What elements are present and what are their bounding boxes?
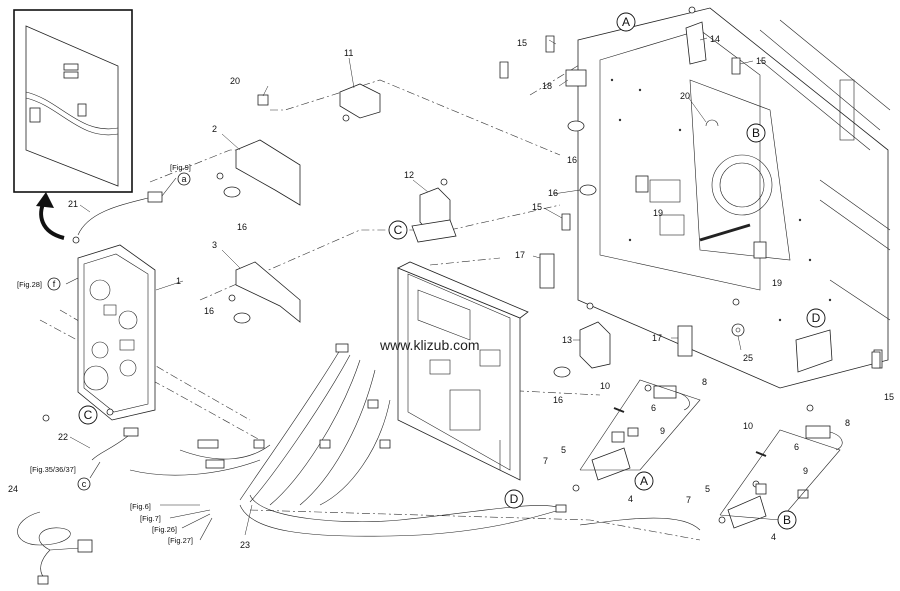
fig-ref-27: [Fig.27] [168, 536, 193, 545]
callout-f-small: f [53, 279, 56, 289]
main-frame [565, 7, 891, 389]
callout-a-small: a [181, 174, 186, 184]
callout-c-small: c [82, 479, 87, 489]
part-15d: 15 [884, 392, 894, 402]
part-18: 18 [542, 81, 552, 91]
part-7a: 7 [543, 456, 548, 466]
part-10a: 10 [600, 381, 610, 391]
part-3: 3 [212, 240, 217, 250]
brackets [42, 6, 881, 524]
part-4b: 4 [771, 532, 776, 542]
fig-ref-9: [Fig.9] [170, 163, 191, 172]
part-12: 12 [404, 170, 414, 180]
part-22: 22 [58, 432, 68, 442]
part-16e: 16 [553, 395, 563, 405]
part-21: 21 [68, 199, 78, 209]
callout-b-top: B [752, 126, 760, 140]
fig-ref-28: [Fig.28] [17, 280, 42, 289]
callout-b-low: B [783, 513, 791, 527]
part-16b: 16 [204, 306, 214, 316]
part-20a: 20 [230, 76, 240, 86]
part-8a: 8 [702, 377, 707, 387]
part-17b: 17 [652, 333, 662, 343]
part-11: 11 [344, 48, 353, 58]
part-7b: 7 [686, 495, 691, 505]
part-15a: 15 [517, 38, 527, 48]
part-6a: 6 [651, 403, 656, 413]
inset-detail [13, 9, 133, 193]
part-16a: 16 [237, 222, 247, 232]
wire-harnesses [17, 191, 701, 585]
part-14: 14 [710, 34, 720, 44]
part-5b: 5 [705, 484, 710, 494]
part-20b: 20 [680, 91, 690, 101]
callout-a-low: A [640, 474, 648, 488]
fig-ref-6: [Fig.6] [130, 502, 151, 511]
part-5a: 5 [561, 445, 566, 455]
part-24: 24 [8, 484, 18, 494]
part-17a: 17 [515, 250, 525, 260]
fig-ref-35: [Fig.35/36/37] [30, 465, 76, 474]
callout-d-mid: D [510, 492, 519, 506]
arrow-icon [36, 192, 54, 208]
part-15c: 15 [532, 202, 542, 212]
drive-unit [77, 244, 156, 421]
callout-d-right: D [812, 311, 821, 325]
part-15b: 15 [756, 56, 766, 66]
watermark: www.klizub.com [379, 337, 480, 353]
part-2: 2 [212, 124, 217, 134]
callout-c-mid: C [394, 223, 403, 237]
callout-a-top: A [622, 15, 630, 29]
part-4a: 4 [628, 494, 633, 504]
part-16d: 16 [548, 188, 558, 198]
part-19a: 19 [653, 208, 663, 218]
part-9b: 9 [803, 466, 808, 476]
fig-ref-26: [Fig.26] [152, 525, 177, 534]
leader-lines [69, 37, 754, 536]
callout-c-left: C [84, 408, 93, 422]
callout-circles [47, 12, 826, 530]
part-19b: 19 [772, 278, 782, 288]
part-13: 13 [562, 335, 572, 345]
control-board [397, 261, 529, 481]
part-25: 25 [743, 353, 753, 363]
sensor-assembly-a [579, 379, 701, 481]
part-16c: 16 [567, 155, 577, 165]
sensor-assembly-b [719, 425, 843, 529]
fig-ref-7: [Fig.7] [140, 514, 161, 523]
part-6b: 6 [794, 442, 799, 452]
part-23: 23 [240, 540, 250, 550]
part-9a: 9 [660, 426, 665, 436]
part-8b: 8 [845, 418, 850, 428]
part-1: 1 [176, 276, 181, 286]
part-10b: 10 [743, 421, 753, 431]
fig-ref-arrows [65, 177, 213, 541]
